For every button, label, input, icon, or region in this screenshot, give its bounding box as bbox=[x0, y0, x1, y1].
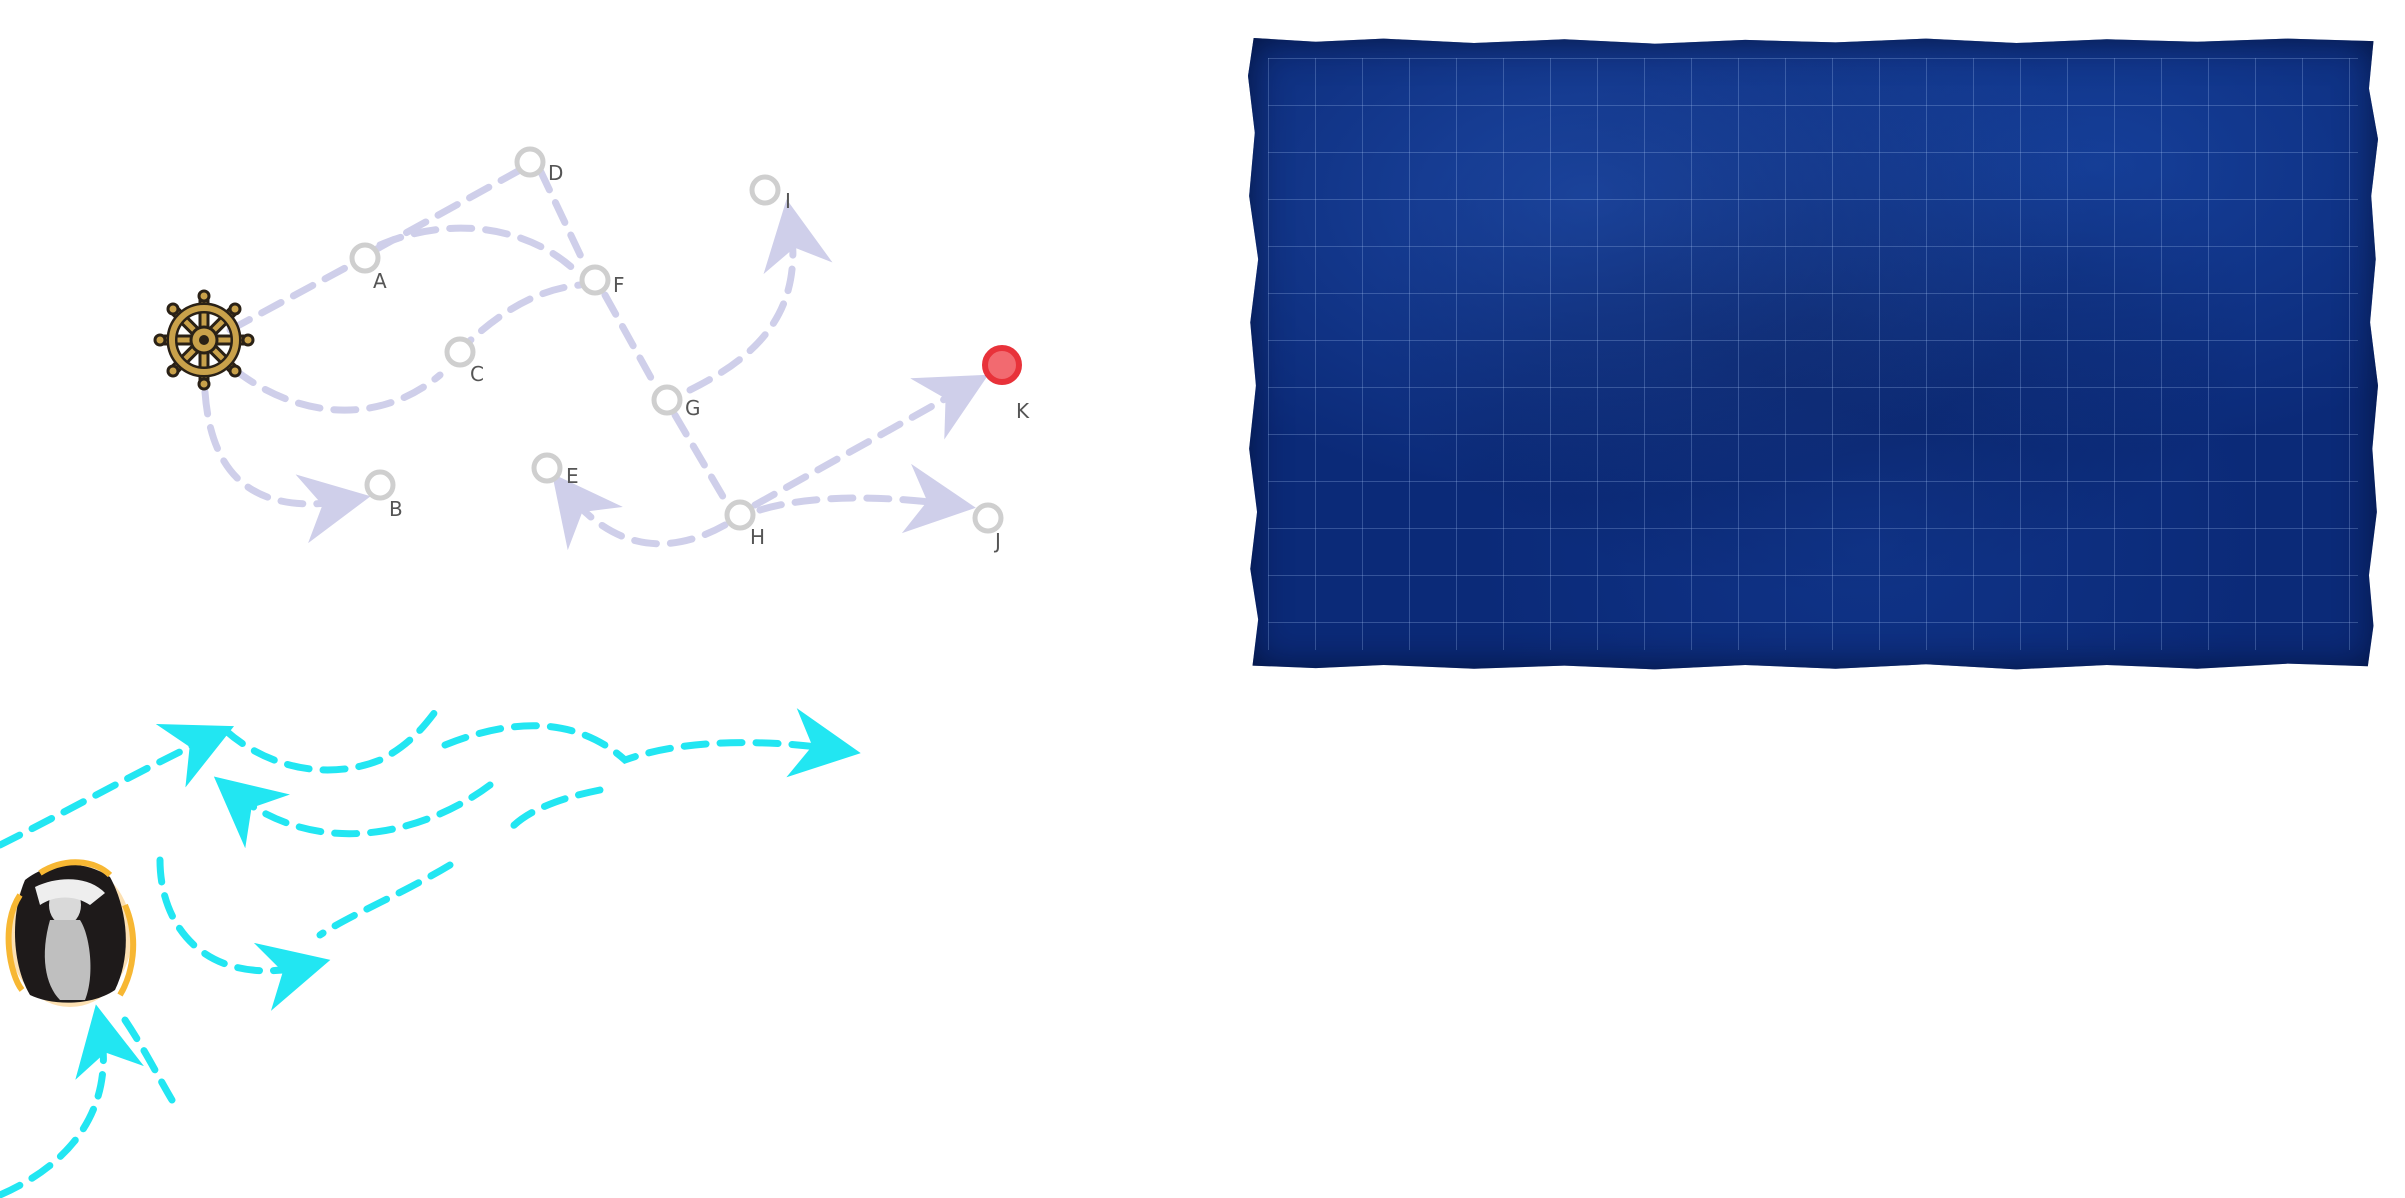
sea-grid-panel bbox=[1248, 38, 2378, 670]
route-f-g bbox=[601, 291, 659, 389]
label-c: C bbox=[470, 362, 484, 386]
label-f: F bbox=[613, 273, 625, 297]
node-k-boss[interactable] bbox=[982, 345, 1022, 385]
node-c[interactable] bbox=[444, 336, 476, 368]
arrow-path-8 bbox=[0, 1004, 144, 1198]
node-labels: A B C D E F G H I J K bbox=[373, 161, 1030, 553]
node-g[interactable] bbox=[651, 384, 683, 416]
abyssal-character-icon[interactable] bbox=[5, 859, 137, 1007]
label-k: K bbox=[1016, 399, 1030, 423]
label-h: H bbox=[750, 525, 765, 549]
label-e: E bbox=[566, 464, 579, 488]
arrow-path-5 bbox=[501, 786, 604, 839]
label-b: B bbox=[389, 497, 403, 521]
node-h[interactable] bbox=[724, 499, 756, 531]
route-h-k bbox=[751, 374, 989, 509]
arrow-path-9 bbox=[121, 1016, 176, 1104]
arrow-path-4 bbox=[213, 776, 494, 849]
route-a-f bbox=[376, 224, 584, 279]
route-h-e bbox=[552, 473, 729, 551]
node-d[interactable] bbox=[514, 146, 546, 178]
route-start-c bbox=[231, 366, 444, 414]
route-d-f bbox=[536, 166, 589, 269]
arrow-path-7 bbox=[156, 856, 331, 1011]
arrow-path-3 bbox=[441, 708, 861, 778]
route-a-d bbox=[371, 166, 524, 254]
route-c-f bbox=[451, 281, 584, 359]
route-h-j bbox=[756, 463, 976, 534]
route-g-h bbox=[671, 411, 729, 504]
route-start-a bbox=[226, 256, 364, 334]
movement-arrows bbox=[0, 708, 861, 1198]
label-d: D bbox=[548, 161, 563, 185]
arrow-path-1 bbox=[0, 724, 235, 849]
helm-icon[interactable] bbox=[153, 289, 255, 391]
node-e[interactable] bbox=[531, 452, 563, 484]
node-f[interactable] bbox=[579, 264, 611, 296]
node-b[interactable] bbox=[364, 469, 396, 501]
sea-grid-lines bbox=[1268, 58, 2358, 650]
label-i: I bbox=[785, 189, 791, 213]
node-a[interactable] bbox=[349, 242, 381, 274]
label-g: G bbox=[685, 396, 701, 420]
route-g-i bbox=[686, 199, 833, 394]
route-start-b bbox=[201, 388, 371, 544]
waypoint-nodes bbox=[349, 146, 1004, 534]
node-j[interactable] bbox=[972, 502, 1004, 534]
node-i[interactable] bbox=[749, 174, 781, 206]
arrow-path-2 bbox=[221, 708, 439, 774]
route-lines bbox=[201, 166, 989, 551]
label-a: A bbox=[373, 269, 387, 293]
label-j: J bbox=[993, 529, 1001, 553]
arrow-path-6 bbox=[316, 861, 454, 939]
